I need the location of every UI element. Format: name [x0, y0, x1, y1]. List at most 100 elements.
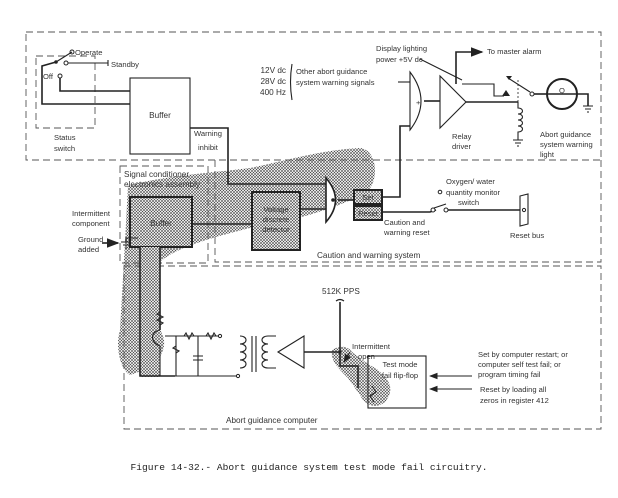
- oxygen-label-2: quantity monitor: [446, 188, 500, 197]
- warning-inhibit-label-1: Warning: [194, 129, 222, 138]
- capacitor: [193, 355, 203, 361]
- relay-driver: [439, 74, 467, 130]
- sce-line1: Signal conditioner: [124, 170, 189, 179]
- relay-driver-label-1: Relay: [452, 132, 472, 141]
- resistor-series-2: [205, 331, 217, 341]
- display-lighting-leader: [419, 58, 463, 81]
- status-switch-label-2: switch: [54, 144, 75, 153]
- oxygen-label-3: switch: [458, 198, 479, 207]
- oxygen-switch-indicator: [437, 189, 443, 195]
- warning-inhibit-wire: [190, 127, 330, 185]
- caution-warning-system-label: Caution and warning system: [317, 251, 420, 260]
- voltage-28v: 28V dc: [261, 77, 287, 86]
- relay-coil: [517, 102, 524, 140]
- cable-shading: [140, 247, 160, 377]
- intermittent-open-label-2: open: [358, 352, 375, 361]
- set-label: Set: [362, 193, 374, 202]
- pps-label: 512K PPS: [322, 287, 360, 296]
- oxygen-switch-lever: [433, 203, 447, 209]
- figure-caption: Figure 14-32.- Abort guidance system tes…: [131, 462, 488, 473]
- resistor-vertical: [155, 311, 165, 326]
- off-contact: [57, 73, 63, 79]
- relay-contact-triangle: [502, 90, 510, 96]
- transformer-core: [251, 336, 257, 372]
- abort-guidance-computer-label: Abort guidance computer: [226, 416, 318, 425]
- reset-by-label-1: Reset by loading all: [480, 385, 547, 394]
- and-gate-dot: [331, 198, 335, 202]
- signal-conditioner-label-1: Signal conditioner electronics assembly: [124, 170, 201, 189]
- warning-light-label-2: system warning: [540, 140, 593, 149]
- voltage-400hz: 400 Hz: [260, 88, 286, 97]
- operate-label: Operate: [75, 48, 102, 57]
- or-gate: [409, 70, 422, 132]
- pps-terminal: [335, 298, 345, 302]
- transformer-primary: [239, 335, 247, 369]
- standby-contact: [63, 60, 69, 66]
- flipflop-internal-path: [369, 385, 377, 403]
- standby-label: Standby: [111, 60, 139, 69]
- voltage-detector-label-1: Voltage: [263, 205, 288, 214]
- warning-light-label-3: light: [540, 150, 555, 159]
- reset-bus-symbol: [519, 193, 529, 227]
- switch-lever: [55, 51, 73, 63]
- ground-added-icon: [121, 237, 138, 249]
- flipflop-label-2: fail flip-flop: [382, 371, 418, 380]
- reset-bus-label: Reset bus: [510, 231, 544, 240]
- warning-light-label-1: Abort guidance: [540, 130, 591, 139]
- and-gate: [325, 175, 337, 225]
- or-gate-symbol: +: [416, 98, 421, 107]
- terminal-b: [235, 373, 241, 379]
- buffer-sce-block: [129, 196, 193, 248]
- wire-set-to-or: [382, 125, 412, 198]
- buffer-top-label: Buffer: [149, 111, 171, 120]
- wire-off-to-buffer: [59, 78, 130, 92]
- signal-conditioner-region: [119, 165, 209, 264]
- other-signals-label-1: Other abort guidance: [296, 67, 367, 76]
- relay-switch-arm: [507, 77, 531, 93]
- to-master-alarm-label: To master alarm: [487, 47, 541, 56]
- caution-reset-label-1: Caution and: [384, 218, 425, 227]
- caution-reset-label-2: warning reset: [383, 228, 430, 237]
- caution-warning-region: [214, 160, 602, 263]
- resistor-series-1: [183, 331, 195, 341]
- transformer-leads: [268, 335, 276, 369]
- voltage-12v: 12V dc: [261, 66, 287, 75]
- relay-contact-wire: [462, 83, 504, 97]
- reset-block: [353, 205, 383, 221]
- oxygen-switch-contact-1: [430, 207, 436, 213]
- test-mode-flipflop: [367, 355, 427, 409]
- warning-light-symbol: Q: [559, 86, 565, 95]
- other-signals-label-2: system warning signals: [296, 78, 375, 87]
- intermittent-component-label-2: component: [72, 219, 110, 228]
- reset-by-label-2: zeros in register 412: [480, 396, 549, 405]
- ground-added-label-1: Ground: [78, 235, 103, 244]
- wire-to-flipflop: [339, 352, 359, 388]
- transformer-secondary: [261, 335, 269, 369]
- oxygen-switch-contact-2: [443, 207, 449, 213]
- buffer-sce-label: Buffer: [150, 219, 172, 228]
- intermittent-open-label-1: Intermittent: [352, 342, 391, 351]
- receiver-amplifier: [276, 335, 305, 369]
- intermittent-component-label-1: Intermittent: [72, 209, 111, 218]
- reset-bus-terminal: [521, 207, 527, 213]
- sce-line2: electronics assembly: [124, 180, 201, 189]
- display-lighting-label-1: Display lighting: [376, 44, 427, 53]
- voltage-detector-label-2: discrete: [263, 215, 290, 224]
- relay-switch-contact: [529, 91, 535, 97]
- ground-added-label-2: added: [78, 245, 99, 254]
- status-switch-label-1: Status: [54, 133, 76, 142]
- lamp-ground-icon: [583, 105, 593, 113]
- set-by-label-1: Set by computer restart; or: [478, 350, 568, 359]
- oxygen-label-1: Oxygen/ water: [446, 177, 495, 186]
- set-by-label-3: program timing fail: [478, 370, 541, 379]
- to-master-alarm-wire: [455, 47, 484, 84]
- standby-terminal: [68, 60, 109, 66]
- intermittent-open-arrow: [343, 351, 351, 363]
- warning-inhibit-label-2: inhibit: [198, 143, 219, 152]
- flipflop-label-1: Test mode: [382, 360, 417, 369]
- set-by-label-2: computer self test fail; or: [478, 360, 561, 369]
- caution-warning-outer-top: [25, 31, 602, 161]
- voltage-bracket: [289, 63, 293, 101]
- relay-driver-label-2: driver: [452, 142, 471, 151]
